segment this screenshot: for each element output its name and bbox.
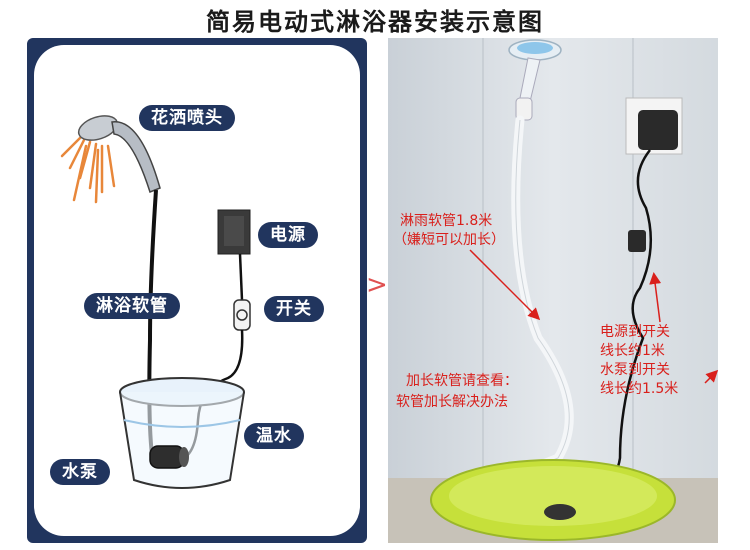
annotation-hose-length: 淋雨软管1.8米	[400, 213, 493, 229]
green-basin-icon	[430, 459, 676, 541]
label-hose: 淋浴软管	[84, 293, 180, 319]
annotation-extension-title: 加长软管请查看：	[406, 373, 518, 389]
annotation-extend-note: （嫌短可以加长）	[393, 232, 505, 248]
page-title: 简易电动式淋浴器安装示意图	[206, 8, 544, 36]
annotation-cable-4: 线长约1.5米	[600, 381, 679, 397]
annotation-cable-1: 电源到开关	[600, 324, 670, 340]
cable-switch-icon	[628, 230, 646, 252]
label-switch: 开关	[264, 296, 324, 322]
water-pump-icon	[149, 445, 189, 469]
label-pump: 水泵	[50, 459, 110, 485]
annotation-cable-3: 水泵到开关	[600, 362, 670, 378]
power-cable-line	[238, 253, 244, 301]
label-warm-water: 温水	[244, 423, 304, 449]
water-spray-icon	[60, 136, 116, 204]
annotation-extension-method: 软管加长解决办法	[396, 394, 508, 410]
installation-photo	[388, 38, 718, 543]
cable-arrow-lower	[704, 369, 719, 384]
basin-pump-icon	[544, 504, 576, 520]
annotation-cable-2: 线长约1米	[600, 343, 665, 359]
arrow-right-icon: >	[366, 270, 388, 300]
installation-scene	[388, 38, 718, 543]
wall-shower-head-icon	[508, 39, 562, 121]
hose-arrow	[469, 249, 541, 321]
cable-arrow-upper	[649, 272, 662, 323]
adapter-icon	[638, 110, 678, 150]
power-adapter-icon	[217, 209, 251, 255]
label-shower-head: 花洒喷头	[139, 105, 235, 131]
label-power: 电源	[258, 222, 318, 248]
